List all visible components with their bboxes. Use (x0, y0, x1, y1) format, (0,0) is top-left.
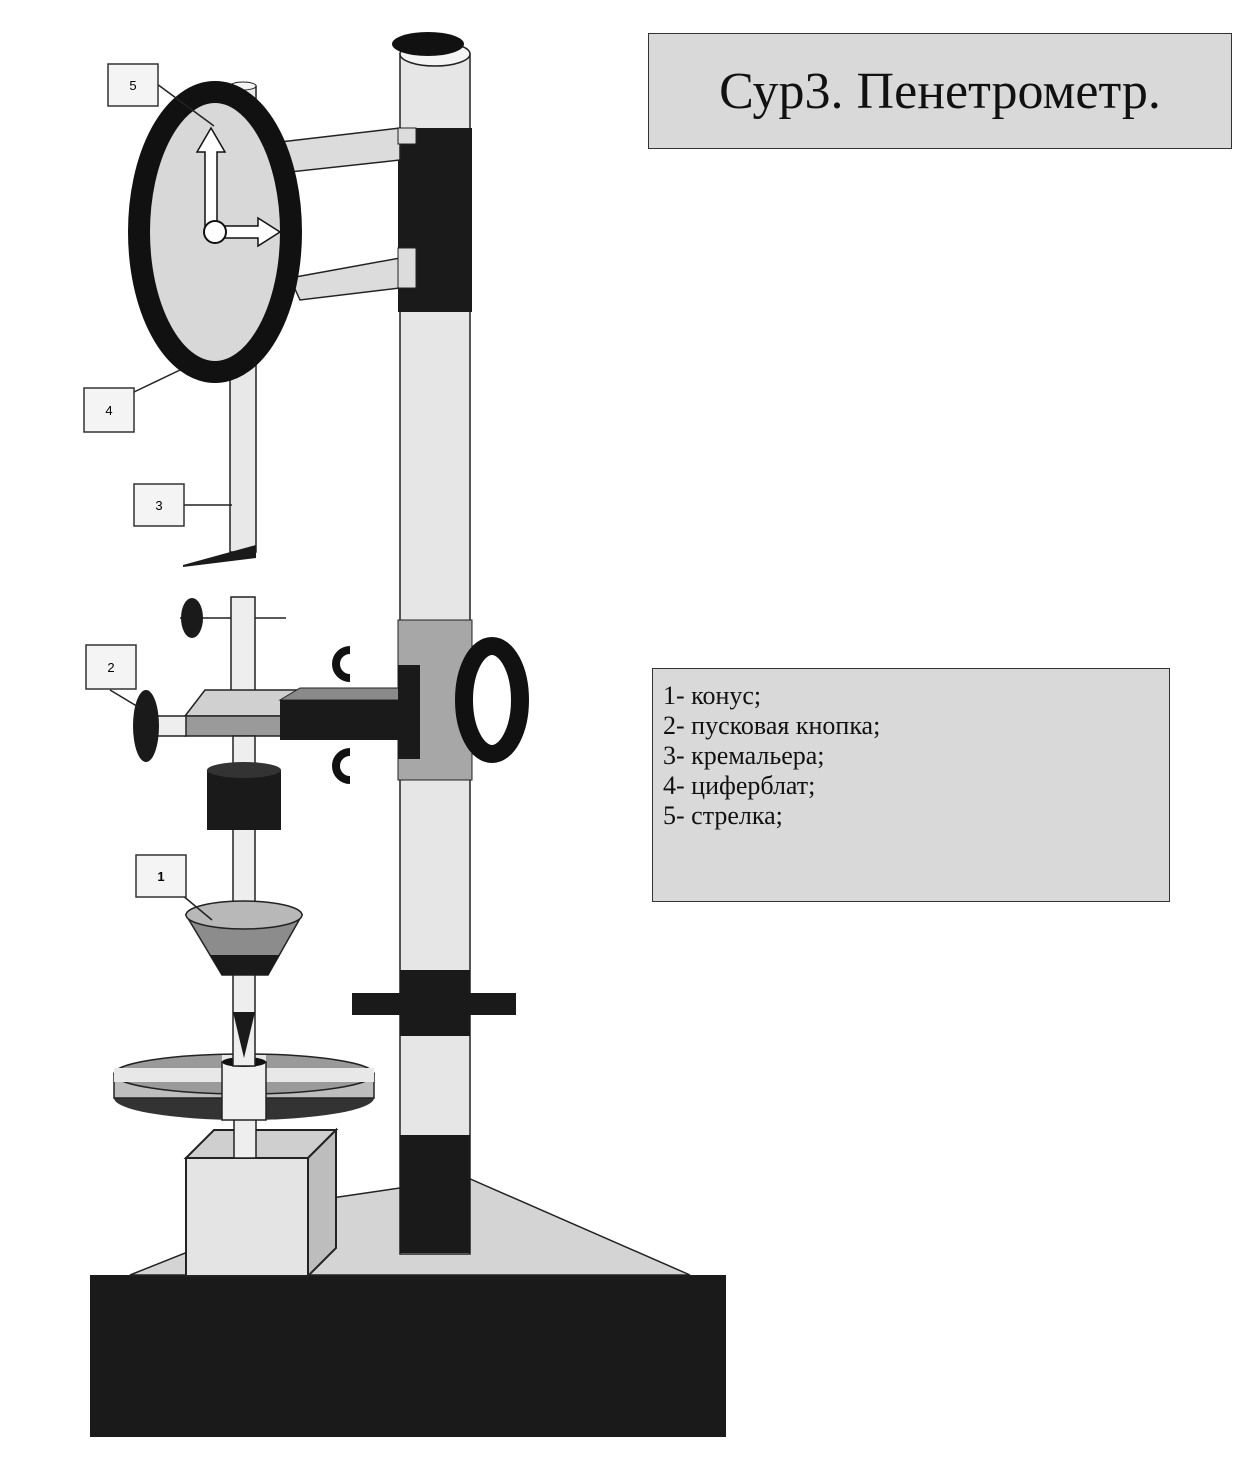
callout-1-leader (181, 894, 213, 921)
legend-item-4: 4- циферблат; (663, 771, 816, 800)
dial-bracket-bottom (288, 257, 401, 301)
trigger-block-front (184, 715, 285, 737)
dial-hub (203, 220, 227, 244)
bracket-block-top (397, 127, 417, 145)
table-peg (233, 1117, 257, 1159)
dial-bracket-top (278, 127, 401, 173)
bracket-block-bottom (397, 247, 417, 289)
callout-5-leader (156, 83, 215, 127)
cone-top (185, 900, 303, 930)
callout-4-leader (133, 369, 181, 393)
column-bottom-band (400, 1135, 470, 1253)
top-knob (181, 598, 203, 638)
callout-4: 4 (83, 369, 181, 433)
legend-item-5: 5- стрелка; (663, 801, 783, 830)
callout-2-label: 2 (107, 660, 114, 675)
side-ring (455, 637, 529, 763)
sample-cube (185, 1157, 309, 1277)
arm-clamp-plate (398, 665, 420, 759)
legend-item-3: 3- кремальера; (663, 741, 825, 770)
legend-box: 1- конус; 2- пусковая кнопка; 3- кремаль… (652, 668, 1170, 902)
legend-item-1: 1- конус; (663, 681, 762, 710)
sample-cube-side (307, 1127, 337, 1279)
callout-2: 2 (85, 644, 141, 709)
needle-tip (233, 1012, 255, 1058)
callout-2-leader (109, 689, 141, 709)
callout-4-label: 4 (105, 403, 112, 418)
callout-3: 3 (133, 483, 232, 527)
callout-3-label: 3 (155, 498, 162, 513)
table-center-cyl (221, 1061, 267, 1121)
cross-clamp-v (400, 970, 470, 1036)
arm-top (278, 687, 415, 701)
callout-3-box (133, 483, 185, 527)
column-cap (392, 32, 464, 56)
upper-rod (230, 596, 256, 698)
callout-1: 1 (135, 854, 213, 921)
weight (207, 770, 281, 830)
base-block (90, 1275, 726, 1437)
callout-4-box (83, 387, 135, 433)
figure-title: Сур3. Пенетрометр. (719, 62, 1161, 120)
callout-5: 5 (107, 63, 215, 127)
title-box: Сур3. Пенетрометр. (648, 33, 1232, 149)
arm-hook-bottom (332, 748, 351, 784)
callout-1-label: 1 (157, 869, 164, 884)
legend-item-2: 2- пусковая кнопка; (663, 711, 881, 740)
start-button (133, 690, 159, 762)
cone-lower (210, 955, 280, 975)
rack-foot (183, 545, 256, 567)
dial-hand-vertical (195, 126, 227, 233)
callout-5-label: 5 (129, 78, 136, 93)
callout-2-box (85, 644, 137, 690)
callout-5-box (107, 63, 159, 107)
weight-top (207, 762, 281, 778)
arm-hook-top (332, 646, 351, 682)
callout-1-box (135, 854, 187, 898)
arm (280, 700, 414, 740)
